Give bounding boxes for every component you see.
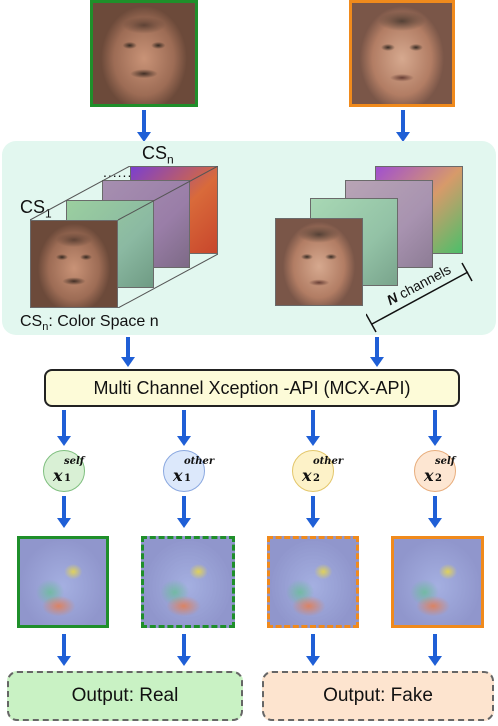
cs-1-label: CS1 [20, 197, 52, 221]
arrow-fake-input [396, 110, 410, 142]
color-space-legend: CSn: Color Space n [20, 313, 159, 334]
heatmap-real-self [17, 536, 109, 628]
arrow-node4-to-map [428, 496, 442, 528]
fake-cs-layer-1 [275, 218, 363, 306]
cs-layer-1 [30, 220, 118, 308]
arrow-to-node-1 [57, 410, 71, 446]
arrow-map3-to-output [306, 634, 320, 666]
arrow-real-to-mcx [121, 337, 135, 367]
arrow-to-node-2 [177, 410, 191, 446]
real-input-image [90, 0, 198, 107]
channels-bracket [365, 256, 486, 341]
heatmap-fake-self [391, 536, 484, 628]
cs-n-label: CSn [142, 143, 174, 167]
arrow-node1-to-map [57, 496, 71, 528]
arrow-map4-to-output [428, 634, 442, 666]
fake-input-image [349, 0, 455, 107]
arrow-to-node-3 [306, 410, 320, 446]
output-fake: Output: Fake [262, 671, 494, 721]
arrow-fake-to-mcx [370, 337, 384, 367]
heatmap-real-other [141, 536, 235, 628]
mcx-api-box: Multi Channel Xception -API (MCX-API) [44, 369, 460, 407]
arrow-node2-to-map [177, 496, 191, 528]
output-real: Output: Real [7, 671, 243, 721]
arrow-map1-to-output [57, 634, 71, 666]
cs-dots: ...... [103, 164, 133, 180]
arrow-node3-to-map [306, 496, 320, 528]
arrow-real-input [137, 110, 151, 142]
arrow-to-node-4 [428, 410, 442, 446]
heatmap-fake-other [267, 536, 359, 628]
arrow-map2-to-output [177, 634, 191, 666]
